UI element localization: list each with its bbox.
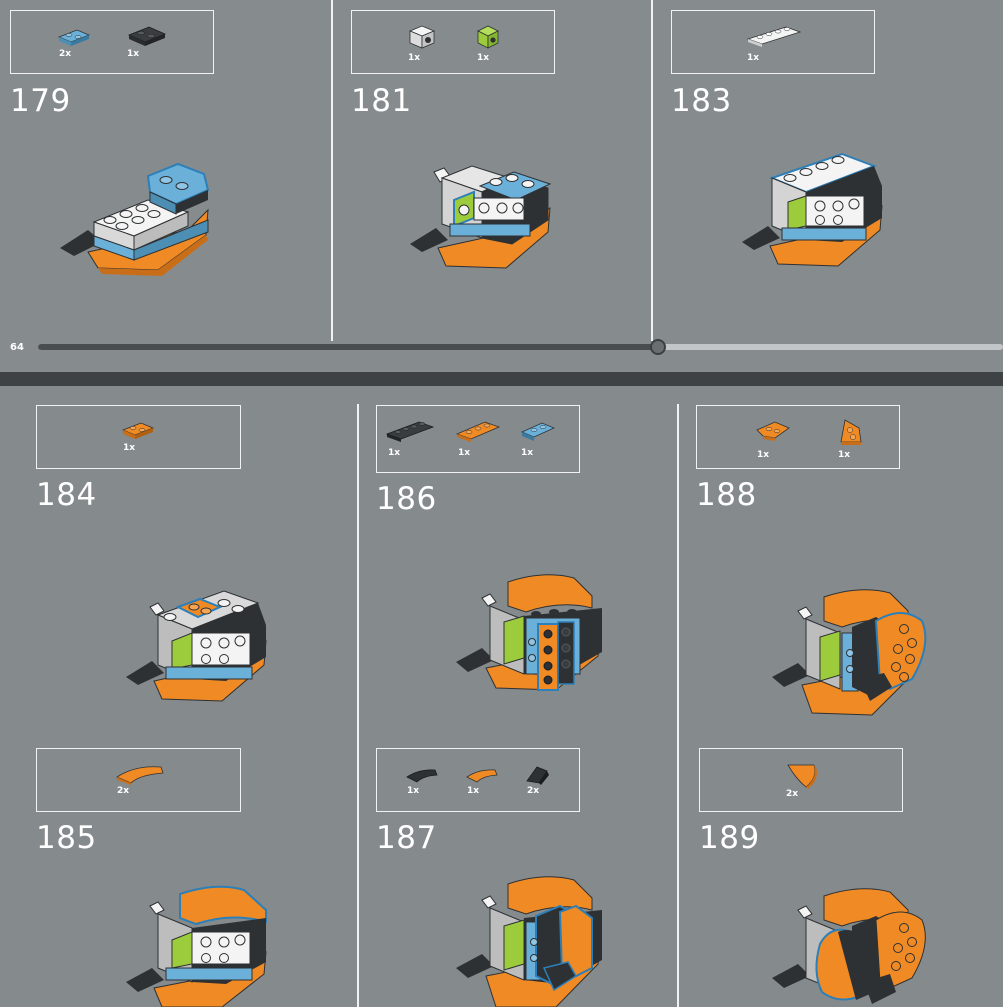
model-step-188 (772, 589, 927, 716)
step-number: 181 (351, 83, 412, 119)
part-qty: 1x (467, 786, 480, 796)
parts-box-179: 2x 1x (10, 10, 214, 74)
part-qty: 1x (521, 448, 534, 458)
part-qty: 1x (757, 450, 770, 460)
part-white-plate-icon (746, 26, 802, 47)
parts-box-188: 1x 1x (696, 405, 900, 469)
step-number: 179 (10, 83, 71, 119)
part-qty: 1x (407, 786, 420, 796)
part-qty: 2x (59, 49, 72, 59)
part-qty: 1x (838, 450, 851, 460)
model-step-184 (126, 590, 267, 702)
part-blue-plate-icon (57, 29, 91, 46)
column-divider (677, 404, 679, 1007)
part-orange-round-plate-icon (787, 764, 817, 789)
part-qty: 2x (786, 789, 799, 799)
column-divider (331, 0, 333, 341)
step-number: 187 (376, 820, 437, 856)
column-divider (357, 404, 359, 1007)
part-qty: 2x (527, 786, 540, 796)
page-separator (0, 372, 1003, 386)
part-dark-wedge-icon (526, 766, 549, 785)
part-white-brick-icon (408, 25, 436, 49)
part-green-brick-icon (477, 25, 499, 49)
part-orange-curved-slope-icon (116, 766, 164, 785)
model-step-186 (456, 574, 602, 691)
part-qty: 1x (388, 448, 401, 458)
parts-box-184: 1x (36, 405, 241, 469)
part-orange-plate-icon (121, 422, 155, 439)
step-number: 185 (36, 820, 97, 856)
parts-box-186: 1x 1x 1x (376, 405, 580, 473)
parts-box-187: 1x 1x 2x (376, 748, 580, 812)
model-step-179 (60, 162, 210, 276)
model-step-181 (410, 165, 552, 269)
part-qty: 1x (123, 443, 136, 453)
model-step-189 (772, 888, 926, 1004)
part-dark-plate-icon (127, 26, 167, 46)
part-orange-wedge-plate-icon (756, 421, 790, 441)
model-step-185 (126, 885, 267, 1007)
step-number: 188 (696, 477, 757, 513)
part-dark-curved-slope-icon (406, 769, 438, 783)
part-qty: 2x (117, 786, 130, 796)
step-number: 184 (36, 477, 97, 513)
progress-knob[interactable] (650, 339, 666, 355)
step-number: 186 (376, 481, 437, 517)
step-number: 183 (671, 83, 732, 119)
part-orange-curved-slope-icon (466, 769, 498, 783)
model-step-183 (742, 152, 883, 267)
part-qty: 1x (477, 53, 490, 63)
parts-box-185: 2x (36, 748, 241, 812)
part-qty: 1x (747, 53, 760, 63)
progress-fill (38, 344, 658, 350)
model-step-187 (456, 876, 602, 1007)
page-number: 64 (10, 342, 24, 353)
part-qty: 1x (458, 448, 471, 458)
part-qty: 1x (408, 53, 421, 63)
parts-box-183: 1x (671, 10, 875, 74)
part-qty: 1x (127, 49, 140, 59)
part-orange-wedge-plate-icon (840, 419, 862, 445)
column-divider (651, 0, 653, 341)
part-orange-plate-1x3-icon (455, 421, 501, 442)
part-dark-plate-1x4-icon (385, 421, 435, 442)
parts-box-189: 2x (699, 748, 903, 812)
step-number: 189 (699, 820, 760, 856)
parts-box-181: 1x 1x (351, 10, 555, 74)
part-blue-plate-icon (520, 422, 556, 441)
